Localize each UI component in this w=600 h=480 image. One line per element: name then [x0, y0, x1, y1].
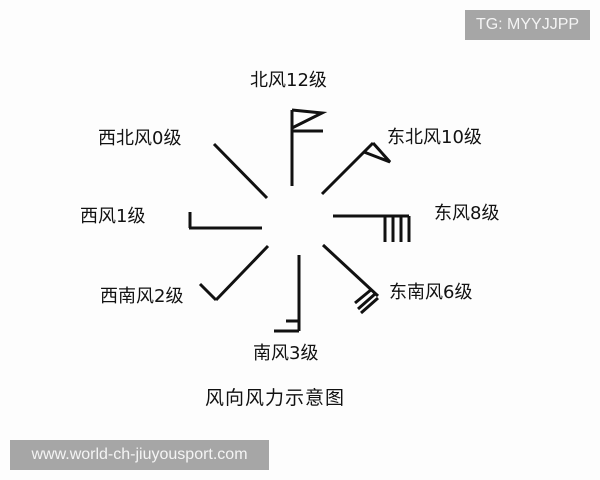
label-south: 南风3级	[253, 343, 319, 364]
wind-barb-west-icon	[188, 212, 262, 230]
label-east: 东风8级	[434, 203, 500, 224]
watermark-top-right: TG: MYYJJPP	[465, 10, 590, 40]
wind-barb-northeast-icon	[320, 141, 392, 196]
label-northwest: 西北风0级	[98, 128, 182, 149]
wind-barb-southwest-icon	[198, 244, 270, 302]
wind-barb-east-icon	[333, 214, 411, 242]
label-north: 北风12级	[250, 70, 327, 91]
label-northeast: 东北风10级	[387, 127, 482, 148]
diagram-caption: 风向风力示意图	[205, 387, 346, 409]
wind-barb-northwest-icon	[212, 142, 269, 200]
wind-barb-north-icon	[290, 108, 328, 186]
label-southwest: 西南风2级	[100, 286, 184, 307]
watermark-bottom-left: www.world-ch-jiuyousport.com	[10, 440, 269, 470]
label-southeast: 东南风6级	[389, 282, 473, 303]
label-west: 西风1级	[80, 206, 146, 227]
wind-barb-south-icon	[274, 255, 301, 333]
wind-barb-southeast-icon	[321, 243, 380, 315]
